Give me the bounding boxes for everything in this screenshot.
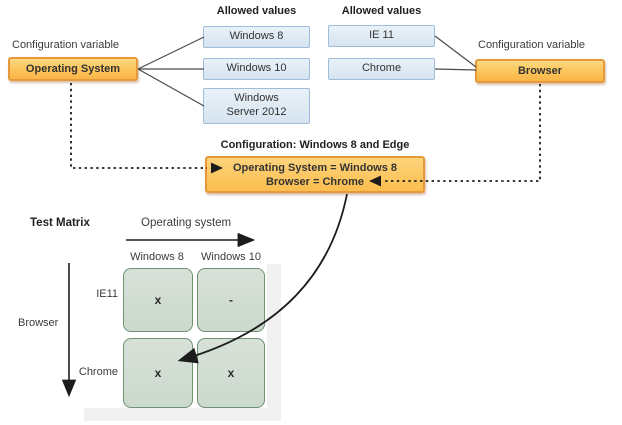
configuration-browser-assignment: Browser = Chrome: [265, 175, 365, 188]
configuration-title: Configuration: Windows 8 and Edge: [220, 139, 410, 151]
os-allowed-values-header: Allowed values: [216, 5, 297, 17]
matrix-column-header-windows-10: Windows 10: [201, 251, 261, 263]
os-value-windows-server-2012: Windows Server 2012: [203, 88, 310, 124]
connector-os-windows8: [137, 36, 205, 70]
matrix-row-header-chrome: Chrome: [78, 366, 118, 378]
matrix-shadow-bottom: [84, 408, 281, 421]
matrix-cell-chrome-windows8: x: [123, 338, 193, 408]
browser-variable-caption: Configuration variable: [478, 39, 586, 51]
matrix-x-axis-label: Operating system: [141, 217, 232, 229]
browser-allowed-values-header: Allowed values: [341, 5, 422, 17]
connector-ie11-browser: [434, 35, 477, 68]
configuration-os-assignment: Operating System = Windows 8: [232, 161, 398, 174]
os-variable-caption: Configuration variable: [12, 39, 120, 51]
connector-os-windows-server: [137, 68, 205, 107]
browser-value-chrome: Chrome: [328, 58, 435, 80]
matrix-cell-ie11-windows10: -: [197, 268, 265, 332]
matrix-row-header-ie11: IE11: [96, 288, 118, 300]
os-value-windows-10: Windows 10: [203, 58, 310, 80]
dotted-connector-os-to-configuration: [70, 83, 207, 169]
matrix-cell-chrome-windows10: x: [197, 338, 265, 408]
os-value-windows-8: Windows 8: [203, 26, 310, 48]
browser-variable-box: Browser: [475, 59, 605, 83]
browser-value-ie11: IE 11: [328, 25, 435, 47]
configuration-box: Operating System = Windows 8 Browser = C…: [205, 156, 425, 193]
matrix-column-header-windows-8: Windows 8: [130, 251, 184, 263]
matrix-shadow-right: [267, 264, 281, 421]
matrix-y-axis-label: Browser: [18, 317, 59, 329]
test-matrix-title: Test Matrix: [30, 217, 90, 229]
connector-chrome-browser: [434, 68, 477, 71]
matrix-cell-ie11-windows8: x: [123, 268, 193, 332]
os-variable-box: Operating System: [8, 57, 138, 81]
